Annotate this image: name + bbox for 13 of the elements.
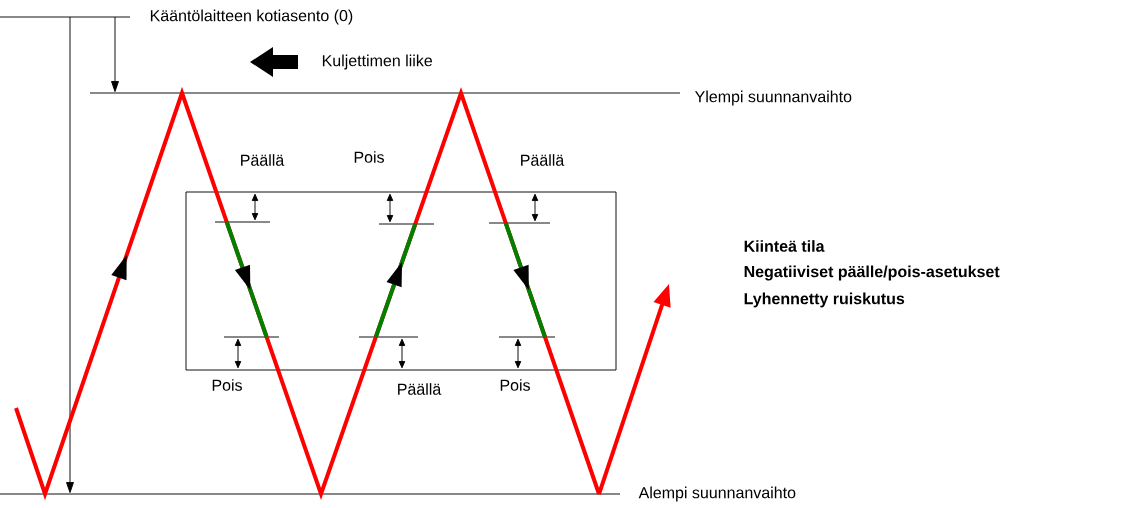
- state-label: Pois: [212, 379, 242, 391]
- position-label: Ylempi suunnanvaihto: [694, 90, 852, 106]
- state-label: Pois: [354, 151, 384, 163]
- state-label: Päällä: [241, 154, 285, 166]
- mode-text: Lyhennetty ruiskutus: [744, 292, 905, 308]
- state-label: Päällä: [398, 383, 442, 395]
- mode-text: Kiinteä tila: [744, 240, 825, 252]
- position-label: Kääntölaitteen kotiasento (0): [150, 9, 353, 25]
- mode-text: Negatiiviset päälle/pois-asetukset: [744, 265, 1000, 281]
- motion-label: Kuljettimen liike: [322, 54, 432, 70]
- state-label: Päällä: [521, 154, 565, 166]
- position-label: Alempi suunnanvaihto: [638, 486, 796, 502]
- state-label: Pois: [500, 379, 530, 391]
